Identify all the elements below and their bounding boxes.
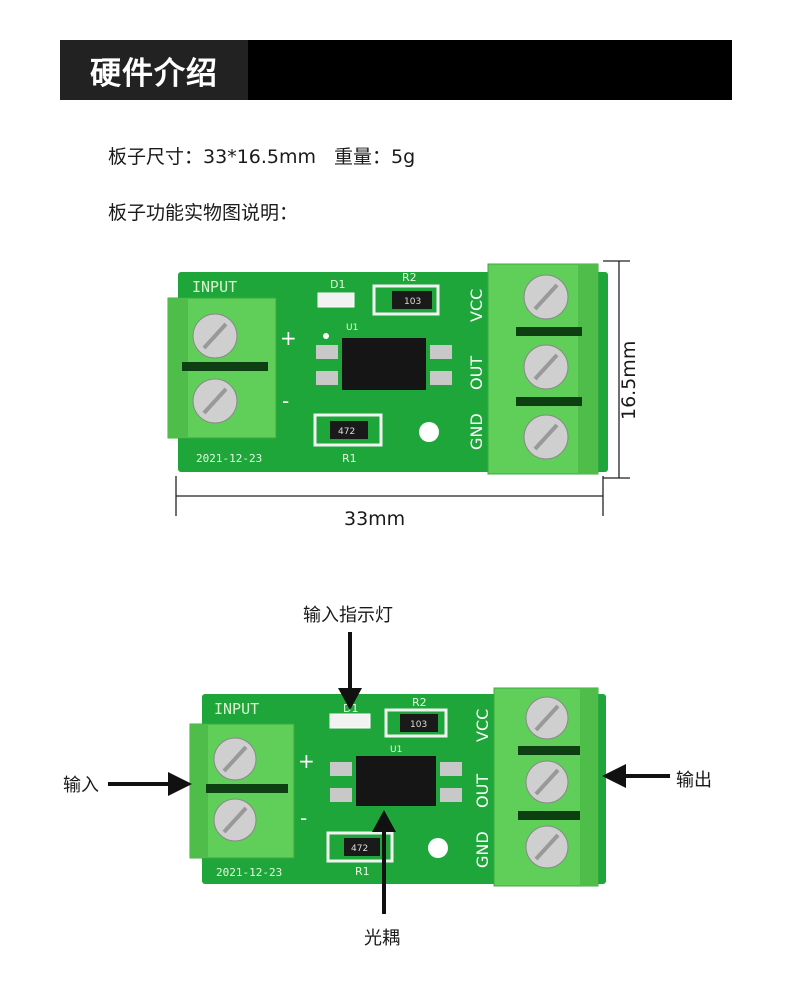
input-terminal-block	[189, 723, 295, 859]
input-arrow	[108, 772, 192, 796]
silk-r2: R2	[402, 271, 417, 284]
width-dimension-label: 33mm	[344, 508, 406, 530]
silk-vcc: VCC	[467, 289, 486, 322]
callout-optocoupler-label: 光耦	[364, 928, 400, 949]
led-d1	[329, 713, 371, 729]
height-dimension-line	[603, 260, 630, 479]
input-terminal-block	[167, 297, 277, 439]
pin1-marker	[323, 333, 329, 339]
board-specs: 板子尺寸：33*16.5mm 重量：5g	[108, 142, 415, 169]
silk-gnd: GND	[467, 413, 486, 450]
callout-input-label: 输入	[63, 775, 99, 796]
chip-pad	[440, 762, 462, 776]
output-terminal-block	[487, 263, 599, 475]
callout-indicator-label: 输入指示灯	[303, 605, 393, 626]
output-arrow	[602, 764, 670, 788]
silk-input: INPUT	[192, 278, 237, 296]
indicator-arrow	[338, 632, 362, 710]
optocoupler-chip	[342, 338, 426, 390]
optocoupler-arrow	[372, 810, 396, 914]
silk-r2: R2	[412, 696, 427, 709]
silk-u1: U1	[390, 745, 402, 755]
silk-plus: +	[298, 749, 315, 773]
resistor-r1	[330, 421, 368, 439]
silk-input: INPUT	[214, 700, 259, 718]
resistor-r1-pad	[313, 413, 383, 447]
section-title-tag: 硬件介绍	[60, 40, 248, 100]
board-dimension-figure: INPUT + - D1 R2 103 U1 472 R1 2021-12-23…	[167, 260, 630, 516]
chip-pad	[440, 788, 462, 802]
width-dimension-line	[175, 476, 604, 516]
output-terminal-block	[493, 687, 599, 887]
weight-value: 5g	[391, 146, 416, 168]
resistor-r1-pad	[326, 831, 394, 863]
height-dimension-label: 16.5mm	[618, 340, 640, 420]
silk-date: 2021-12-23	[196, 452, 262, 465]
chip-pad	[430, 345, 452, 359]
chip-pad	[330, 762, 352, 776]
board-callout-figure: INPUT + - D1 R2 103 U1 472 R1 2021-12-23…	[108, 632, 670, 914]
resistor-r2	[400, 714, 438, 732]
silk-plus: +	[280, 326, 297, 350]
resistor-r1-code: 472	[338, 427, 355, 437]
resistor-r1-code: 472	[351, 844, 368, 854]
silk-out: OUT	[467, 356, 486, 390]
silk-vcc: VCC	[473, 709, 492, 742]
section-title: 硬件介绍	[90, 56, 218, 92]
silk-u1: U1	[346, 323, 358, 333]
silk-r1: R1	[342, 452, 357, 465]
resistor-r2-code: 103	[410, 720, 427, 730]
description-text: 板子功能实物图说明：	[108, 202, 299, 224]
resistor-r2	[392, 291, 432, 309]
silk-date: 2021-12-23	[216, 866, 282, 879]
size-value: 33*16.5mm	[203, 146, 317, 168]
resistor-r1	[344, 838, 380, 856]
silk-out: OUT	[473, 774, 492, 808]
resistor-r2-pad	[372, 284, 440, 316]
mounting-hole	[428, 838, 448, 858]
chip-pad	[316, 345, 338, 359]
led-d1	[317, 292, 355, 308]
chip-pad	[430, 371, 452, 385]
weight-label: 重量：	[334, 146, 392, 168]
silk-minus: -	[300, 806, 307, 830]
silk-d1: D1	[330, 278, 345, 291]
silk-gnd: GND	[473, 831, 492, 868]
chip-pad	[316, 371, 338, 385]
section-header: 硬件介绍	[60, 40, 732, 100]
silk-r1: R1	[355, 865, 370, 878]
mounting-hole	[419, 422, 439, 442]
callout-output-label: 输出	[676, 770, 712, 791]
chip-pad	[330, 788, 352, 802]
optocoupler-chip	[356, 756, 436, 806]
size-label: 板子尺寸：	[108, 146, 204, 168]
resistor-r2-code: 103	[404, 297, 421, 307]
resistor-r2-pad	[384, 708, 448, 738]
silk-minus: -	[282, 389, 289, 413]
